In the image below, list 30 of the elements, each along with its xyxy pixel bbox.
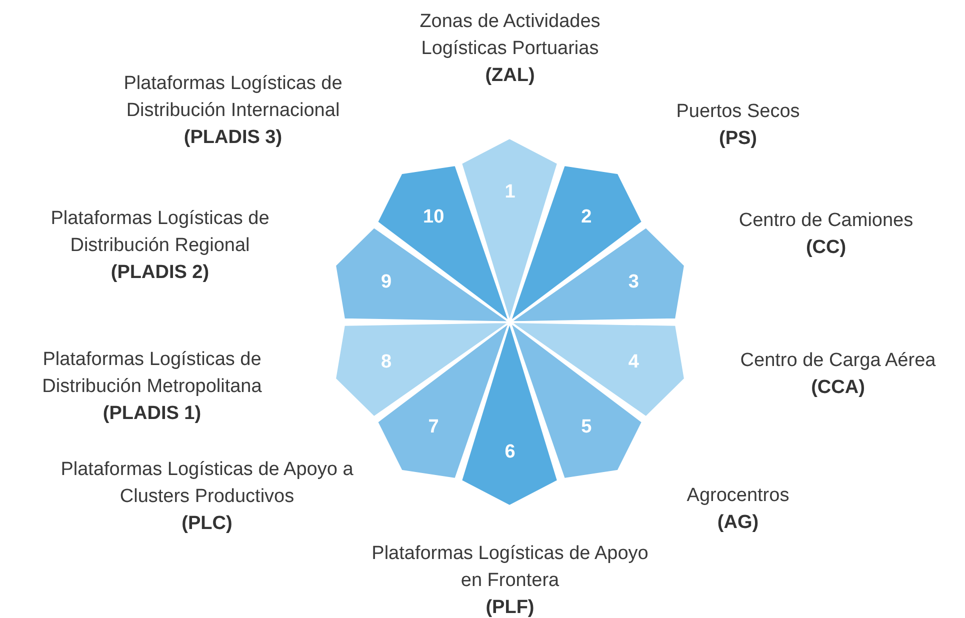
abbreviation: (CC)	[804, 236, 848, 260]
petal-number: 4	[628, 352, 639, 372]
category-name: Zonas de Actividades Logísticas Portuarias	[418, 10, 602, 61]
petal-number: 2	[581, 207, 592, 226]
petal-number: 7	[428, 418, 439, 437]
category-name: Centro de Carga Aérea	[739, 349, 937, 373]
abbreviation: (PLC)	[180, 512, 234, 536]
category-name: Puertos Secos	[675, 100, 801, 124]
abbreviation: (CCA)	[810, 376, 866, 400]
category-name: Centro de Camiones	[738, 209, 914, 233]
abbreviation: (PLADIS 2)	[110, 261, 210, 285]
category-name: Plataformas Logísticas de Apoyo en Frontera	[370, 542, 650, 593]
petal-number: 1	[504, 182, 516, 202]
category-name: Agrocentros	[686, 484, 790, 508]
petal-number: 3	[628, 272, 639, 292]
petal-number: 10	[423, 207, 444, 226]
petal-number: 6	[504, 442, 516, 462]
abbreviation: (PLADIS 1)	[102, 402, 202, 426]
category-name: Plataformas Logísticas de Distribución Regional	[50, 207, 270, 258]
petal-number: 8	[381, 352, 392, 372]
abbreviation: (PLF)	[484, 596, 536, 618]
petal-number: 5	[581, 418, 592, 437]
abbreviation: (PS)	[718, 127, 758, 151]
category-name: Plataformas Logísticas de Distribución Internacional	[122, 72, 344, 123]
category-name: Plataformas Logísticas de Apoyo a Clusters Productivos	[60, 458, 354, 509]
category-name: Plataformas Logísticas de Distribución Metropolitana	[41, 348, 263, 399]
abbreviation: (ZAL)	[484, 64, 536, 88]
petal-number: 9	[381, 272, 392, 292]
abbreviation: (PLADIS 3)	[182, 126, 284, 150]
abbreviation: (AG)	[716, 511, 760, 535]
